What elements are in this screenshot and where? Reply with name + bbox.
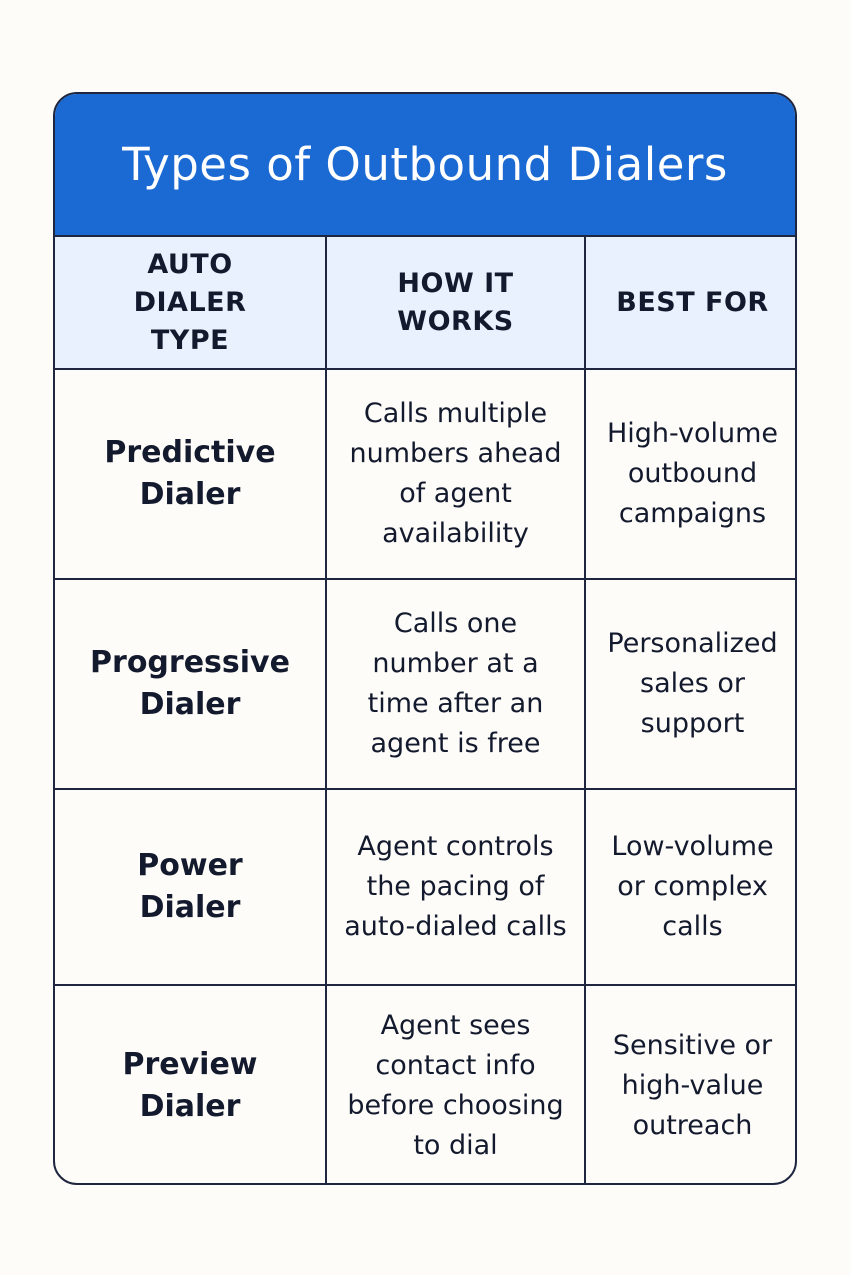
dialer-type-cell: Progressive Dialer <box>55 578 327 790</box>
page-title: Types of Outbound Dialers <box>122 138 728 191</box>
best-for-cell: Personalized sales or support <box>584 578 795 790</box>
dialer-type-cell: Power Dialer <box>55 788 327 986</box>
dialer-type-cell: Preview Dialer <box>55 984 327 1183</box>
column-header-type: AUTO DIALER TYPE <box>55 235 327 370</box>
title-bar: Types of Outbound Dialers <box>55 94 795 235</box>
table-row: Progressive Dialer Calls one number at a… <box>55 578 795 790</box>
dialer-type-cell: Predictive Dialer <box>55 368 327 580</box>
table-header-row: AUTO DIALER TYPE HOW IT WORKS BEST FOR <box>55 235 795 370</box>
how-it-works-cell: Calls one number at a time after an agen… <box>325 578 586 790</box>
best-for-cell: High-volume outbound campaigns <box>584 368 795 580</box>
best-for-cell: Sensitive or high-value outreach <box>584 984 795 1183</box>
best-for-cell: Low-volume or complex calls <box>584 788 795 986</box>
how-it-works-cell: Agent sees contact info before choosing … <box>325 984 586 1183</box>
dialer-types-card: Types of Outbound Dialers AUTO DIALER TY… <box>53 92 797 1185</box>
table-row: Power Dialer Agent controls the pacing o… <box>55 788 795 986</box>
column-header-best: BEST FOR <box>584 235 795 370</box>
dialer-types-table: AUTO DIALER TYPE HOW IT WORKS BEST FOR P… <box>55 235 795 1183</box>
table-row: Predictive Dialer Calls multiple numbers… <box>55 368 795 580</box>
column-header-how: HOW IT WORKS <box>325 235 586 370</box>
how-it-works-cell: Calls multiple numbers ahead of agent av… <box>325 368 586 580</box>
table-row: Preview Dialer Agent sees contact info b… <box>55 984 795 1183</box>
how-it-works-cell: Agent controls the pacing of auto-dialed… <box>325 788 586 986</box>
